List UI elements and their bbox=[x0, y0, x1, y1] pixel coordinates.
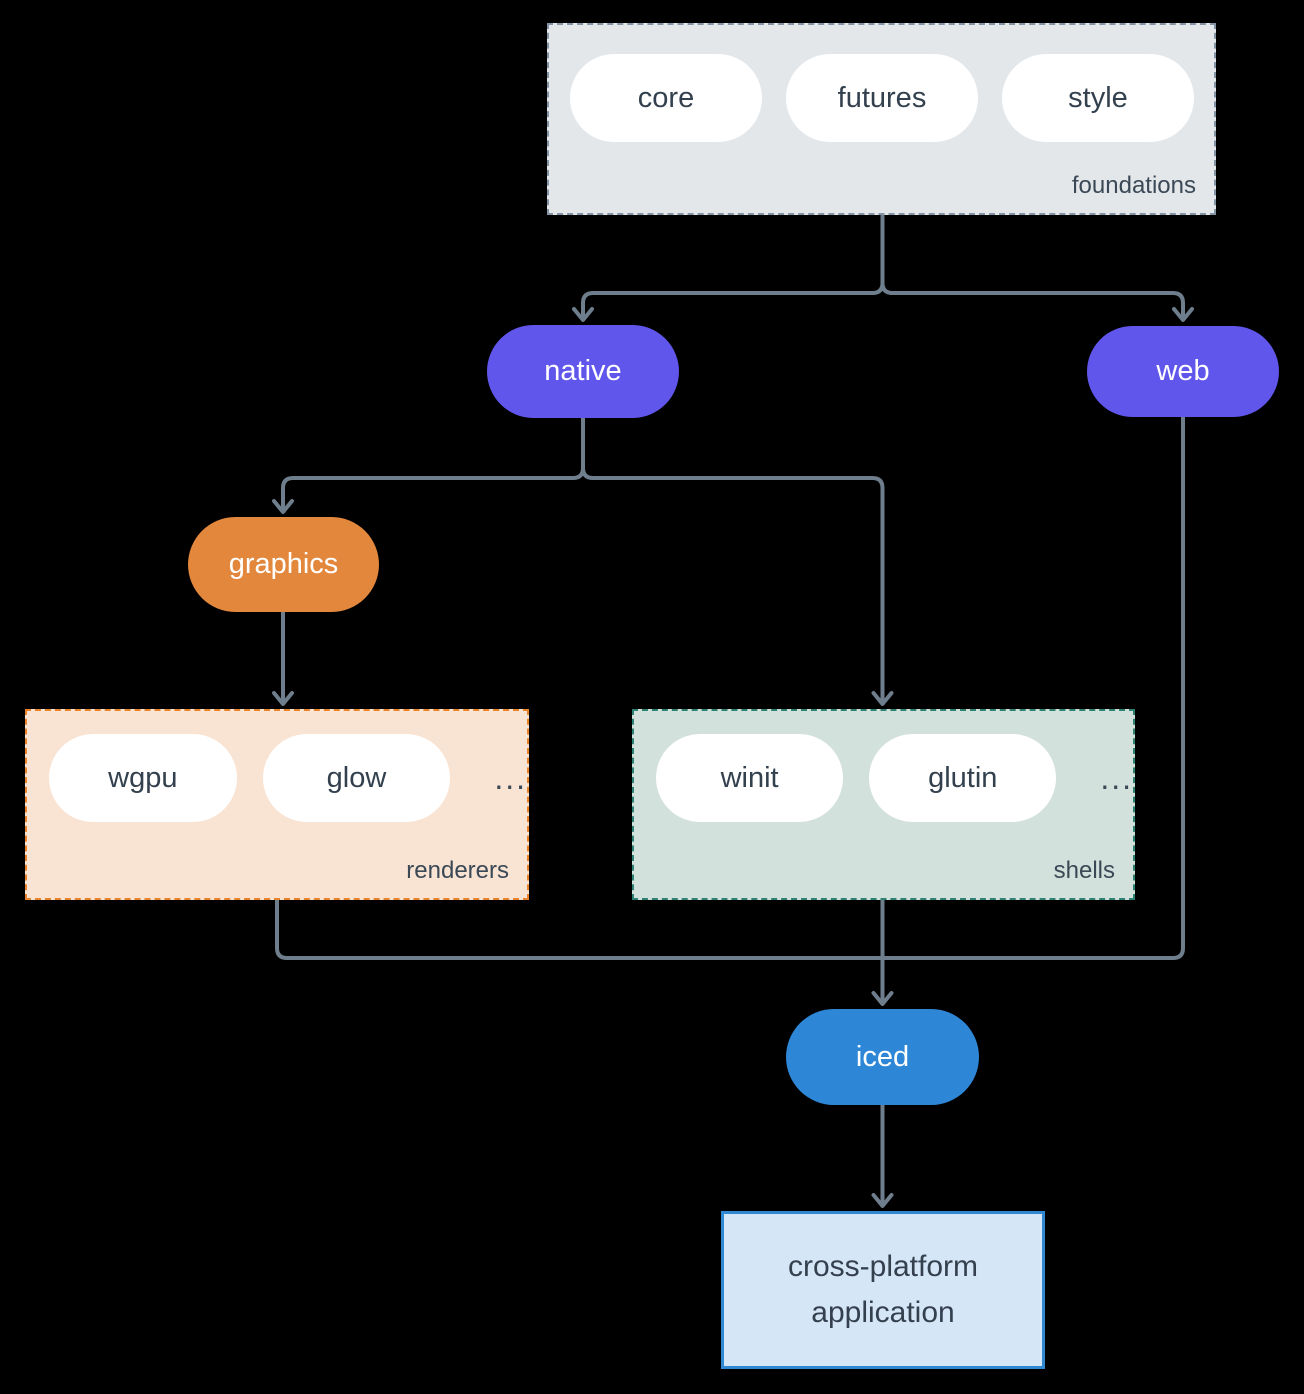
arrowhead-application bbox=[871, 1193, 894, 1208]
renderers-label: renderers bbox=[406, 857, 509, 884]
node-graphics: graphics bbox=[188, 517, 379, 612]
group-shells: winit glutin ... shells bbox=[632, 709, 1135, 900]
foundations-label: foundations bbox=[1071, 172, 1196, 199]
shells-label: shells bbox=[1053, 857, 1115, 884]
arrowhead-web bbox=[1172, 307, 1194, 322]
foundations-pill-row: core futures style bbox=[549, 25, 1214, 142]
group-renderers: wgpu glow ... renderers bbox=[25, 709, 529, 900]
node-glow: glow bbox=[262, 734, 451, 822]
node-winit: winit bbox=[656, 734, 844, 822]
connector-foundations-web bbox=[880, 215, 1185, 318]
node-native: native bbox=[487, 325, 679, 418]
connector-native-graphics bbox=[281, 418, 585, 510]
connector-native-shells bbox=[581, 418, 885, 701]
arrowhead-renderers bbox=[272, 691, 294, 706]
node-style: style bbox=[1002, 54, 1194, 142]
connector-renderers-iced bbox=[275, 900, 883, 960]
node-futures: futures bbox=[786, 54, 978, 142]
renderers-ellipsis: ... bbox=[494, 759, 527, 796]
node-core: core bbox=[570, 54, 762, 142]
renderers-pill-row: wgpu glow ... bbox=[27, 711, 527, 822]
node-wgpu: wgpu bbox=[49, 734, 237, 822]
node-iced: iced bbox=[786, 1009, 979, 1105]
group-foundations: core futures style foundations bbox=[547, 23, 1216, 215]
node-cross-platform-application: cross-platform application bbox=[721, 1211, 1045, 1369]
node-web: web bbox=[1087, 326, 1279, 417]
arrowhead-native bbox=[572, 307, 594, 322]
shells-ellipsis: ... bbox=[1100, 759, 1133, 796]
connector-foundations-native bbox=[581, 215, 885, 318]
arrowhead-shells bbox=[871, 691, 894, 706]
shells-pill-row: winit glutin ... bbox=[634, 711, 1133, 822]
node-glutin: glutin bbox=[869, 734, 1057, 822]
arrowhead-iced bbox=[871, 991, 894, 1006]
arrowhead-graphics bbox=[272, 499, 294, 514]
